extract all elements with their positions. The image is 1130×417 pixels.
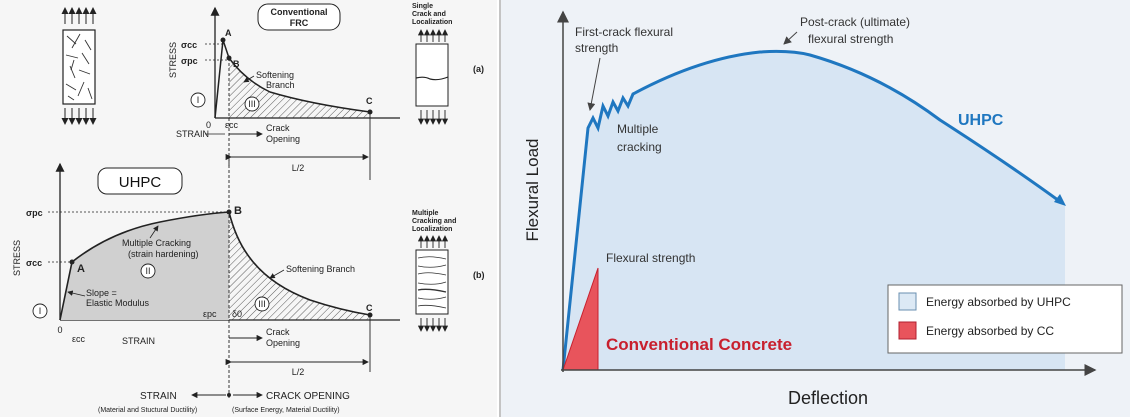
legend-swatch-cc (898, 321, 917, 340)
panel-a-tag: (a) (473, 64, 484, 74)
panel-b-slope-2: Elastic Modulus (86, 298, 150, 308)
first-crack-label: First-crack flexural (575, 25, 673, 39)
panel-b-y-label: STRESS (12, 240, 22, 276)
panel-b-crack-2: Opening (266, 338, 300, 348)
post-crack-label: Post-crack (ultimate) (800, 15, 910, 29)
panel-b-point-a: A (77, 263, 85, 275)
panel-b-slope-1: Slope = (86, 288, 117, 298)
panel-b-multiple-1: Multiple Cracking (122, 238, 191, 248)
panel-a-half-length: L/2 (292, 163, 305, 173)
uhpc-curve-end-arrow (1054, 194, 1066, 206)
panel-b-specimen (415, 249, 449, 315)
conventional-concrete-label: Conventional Concrete (606, 335, 792, 354)
footer-strain: STRAIN (140, 391, 177, 402)
panel-b-delta-0: δ0 (232, 309, 242, 319)
flexural-strength-label: Flexural strength (606, 251, 695, 265)
multiple-cracking-label-2: cracking (617, 140, 662, 154)
panel-a-eps-cc: εcc (225, 120, 239, 130)
panel-b-region-3: III (258, 299, 266, 309)
post-crack-arrow (783, 31, 798, 45)
legend-box (887, 284, 1123, 354)
right-figure: Flexural Load Deflection First-crack fle… (501, 0, 1130, 417)
panel-b-point-c: C (366, 303, 373, 313)
panel-a-sigma-pc: σpc (181, 56, 198, 66)
panel-a-hatch (229, 58, 370, 118)
panel-b-sigma-pc: σpc (26, 208, 43, 218)
panel-a-title-2: FRC (290, 18, 309, 28)
panel-a-point-a: A (225, 28, 232, 38)
panel-a: Conventional FRC STRESS σcc σpc A B C So… (168, 3, 484, 180)
multiple-cracking-label: Multiple (617, 122, 659, 136)
panel-b-eps-cc: εcc (72, 334, 86, 344)
panel-b-tag: (b) (473, 270, 485, 280)
panel-a-branch-2: Branch (266, 80, 295, 90)
footer-strain-note: (Material and Stuctural Ductility) (98, 407, 197, 414)
post-crack-label-2: flexural strength (808, 32, 893, 46)
panel-a-title: Conventional (270, 7, 327, 17)
panel-a-spec-label-3: Localization (412, 19, 452, 26)
panel-a-crack-2: Opening (266, 134, 300, 144)
panel-a-y-label: STRESS (168, 42, 178, 78)
panel-a-specimen (415, 43, 449, 107)
panel-b-softening-region (229, 212, 370, 320)
panel-a-spec-label-2: Crack and (412, 11, 446, 18)
panel-b-badge-box (97, 167, 183, 195)
right-y-label: Flexural Load (523, 138, 542, 241)
panel-b-multiple-2: (strain hardening) (128, 249, 199, 259)
panel-a-title-box (257, 3, 341, 31)
panel-a-strain: STRAIN (176, 129, 209, 139)
panel-b-strain: STRAIN (122, 336, 155, 346)
footer-crack-note: (Surface Energy, Material Ductility) (232, 407, 340, 414)
panel-b: UHPC STRESS σpc σcc A B C Multiple Crack… (12, 160, 485, 400)
panel-b-region-2: II (145, 266, 150, 276)
panel-b-sigma-cc: σcc (26, 258, 42, 268)
panel-b-crack-1: Crack (266, 327, 290, 337)
panel-b-region-1: I (39, 306, 42, 316)
right-x-label: Deflection (788, 388, 868, 408)
panel-a-branch-1: Softening (256, 70, 294, 80)
first-crack-arrow (587, 57, 601, 111)
panel-a-point-b: B (233, 59, 240, 69)
panel-a-region-1: I (197, 95, 200, 105)
panel-a-spec-label-1: Single (412, 3, 433, 10)
left-footer: STRAIN CRACK OPENING (Material and Stuct… (98, 391, 350, 414)
uhpc-curve (561, 49, 1063, 371)
panel-a-sigma-cc: σcc (181, 40, 197, 50)
panel-a-region-3: III (248, 99, 256, 109)
panel-b-spec-label-2: Cracking and (412, 218, 456, 225)
panel-b-curve (59, 211, 371, 321)
legend-swatch-uhpc (898, 292, 917, 311)
panel-b-spec-label-1: Multiple (412, 210, 439, 217)
panel-b-softening: Softening Branch (286, 264, 355, 274)
specimen-top-left (61, 7, 97, 125)
panel-b-origin: 0 (57, 325, 62, 335)
left-figure: Conventional FRC STRESS σcc σpc A B C So… (0, 0, 497, 417)
panel-b-badge: UHPC (119, 174, 162, 191)
panel-b-point-b: B (234, 205, 242, 217)
panel-a-origin: 0 (206, 120, 211, 130)
panel-a-point-c: C (366, 96, 373, 106)
legend-label-cc: Energy absorbed by CC (926, 324, 1054, 338)
panel-b-half-length: L/2 (292, 367, 305, 377)
panel-b-spec-label-3: Localization (412, 226, 452, 233)
footer-crack-opening: CRACK OPENING (266, 391, 350, 402)
panel-a-crack-1: Crack (266, 123, 290, 133)
legend-label-uhpc: Energy absorbed by UHPC (926, 295, 1071, 309)
panel-b-eps-pc: εpc (203, 309, 217, 319)
first-crack-label-2: strength (575, 41, 618, 55)
legend: Energy absorbed by UHPC Energy absorbed … (887, 284, 1123, 354)
panel-a-curve (214, 39, 371, 119)
uhpc-label: UHPC (958, 112, 1004, 129)
